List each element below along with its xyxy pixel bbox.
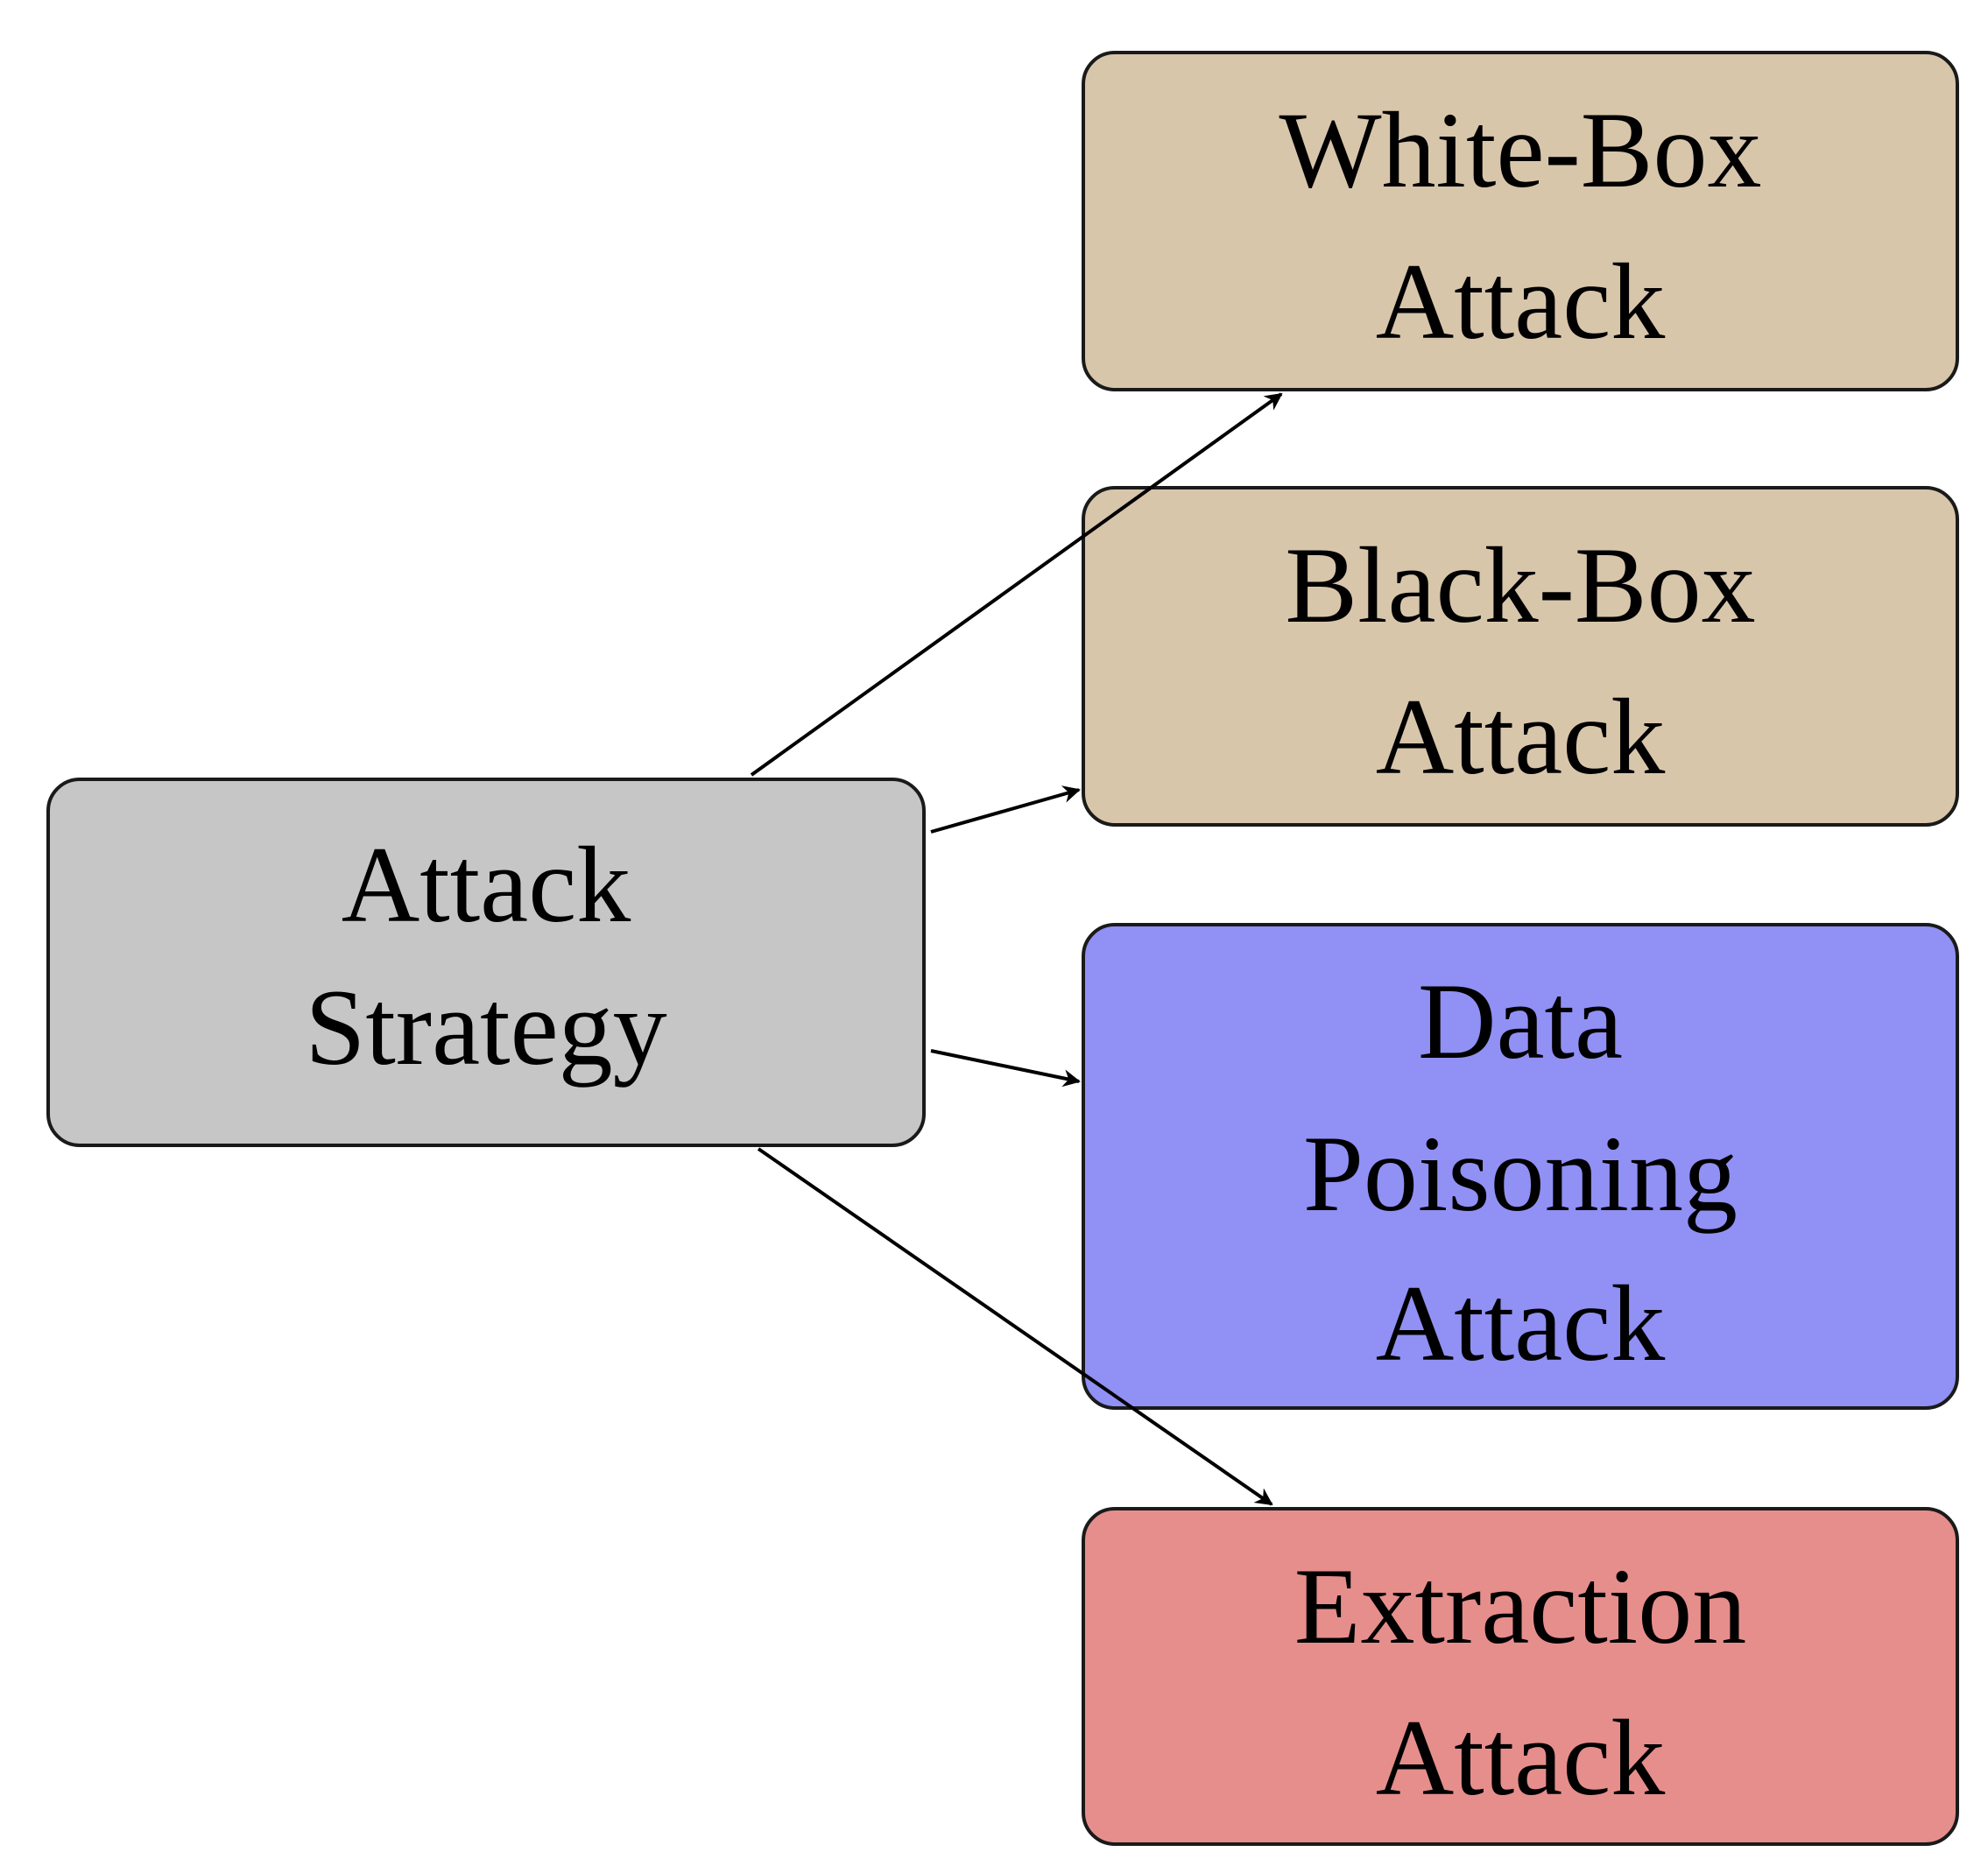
node-label-attack-strategy-line-1: Attack: [342, 825, 631, 945]
node-box-black-box-attack: [1082, 486, 1959, 827]
node-box-extraction-attack: [1082, 1507, 1959, 1846]
edge-to-data-poisoning: [930, 1049, 1081, 1088]
node-box-data-poisoning-attack: [1082, 923, 1959, 1410]
node-label-black-box-line-1: Black-Box: [1285, 525, 1755, 645]
node-label-data-poisoning-line-2: Poisoning: [1303, 1114, 1738, 1234]
node-label-attack-strategy-line-2: Strategy: [305, 968, 666, 1088]
node-label-white-box-line-1: White-Box: [1280, 90, 1762, 210]
node-label-extraction-line-2: Attack: [1376, 1698, 1666, 1818]
edge-to-white-box: [750, 392, 1283, 777]
node-box-white-box-attack: [1082, 51, 1959, 391]
edge-to-extraction: [757, 1147, 1273, 1506]
edge-to-black-box: [930, 785, 1081, 834]
edges: [750, 392, 1283, 1506]
node-label-data-poisoning-line-1: Data: [1418, 961, 1623, 1081]
node-attack-strategy[interactable]: Attack Strategy: [46, 778, 926, 1147]
node-box-attack-strategy: [46, 778, 926, 1147]
node-data-poisoning-attack[interactable]: Data Poisoning Attack: [1082, 923, 1959, 1410]
node-black-box-attack[interactable]: Black-Box Attack: [1082, 486, 1959, 827]
node-label-extraction-line-1: Extraction: [1294, 1546, 1746, 1666]
node-label-black-box-line-2: Attack: [1376, 677, 1666, 797]
node-white-box-attack[interactable]: White-Box Attack: [1082, 51, 1959, 391]
node-extraction-attack[interactable]: Extraction Attack: [1082, 1507, 1959, 1846]
node-label-white-box-line-2: Attack: [1376, 242, 1666, 362]
node-label-data-poisoning-line-3: Attack: [1376, 1264, 1666, 1384]
